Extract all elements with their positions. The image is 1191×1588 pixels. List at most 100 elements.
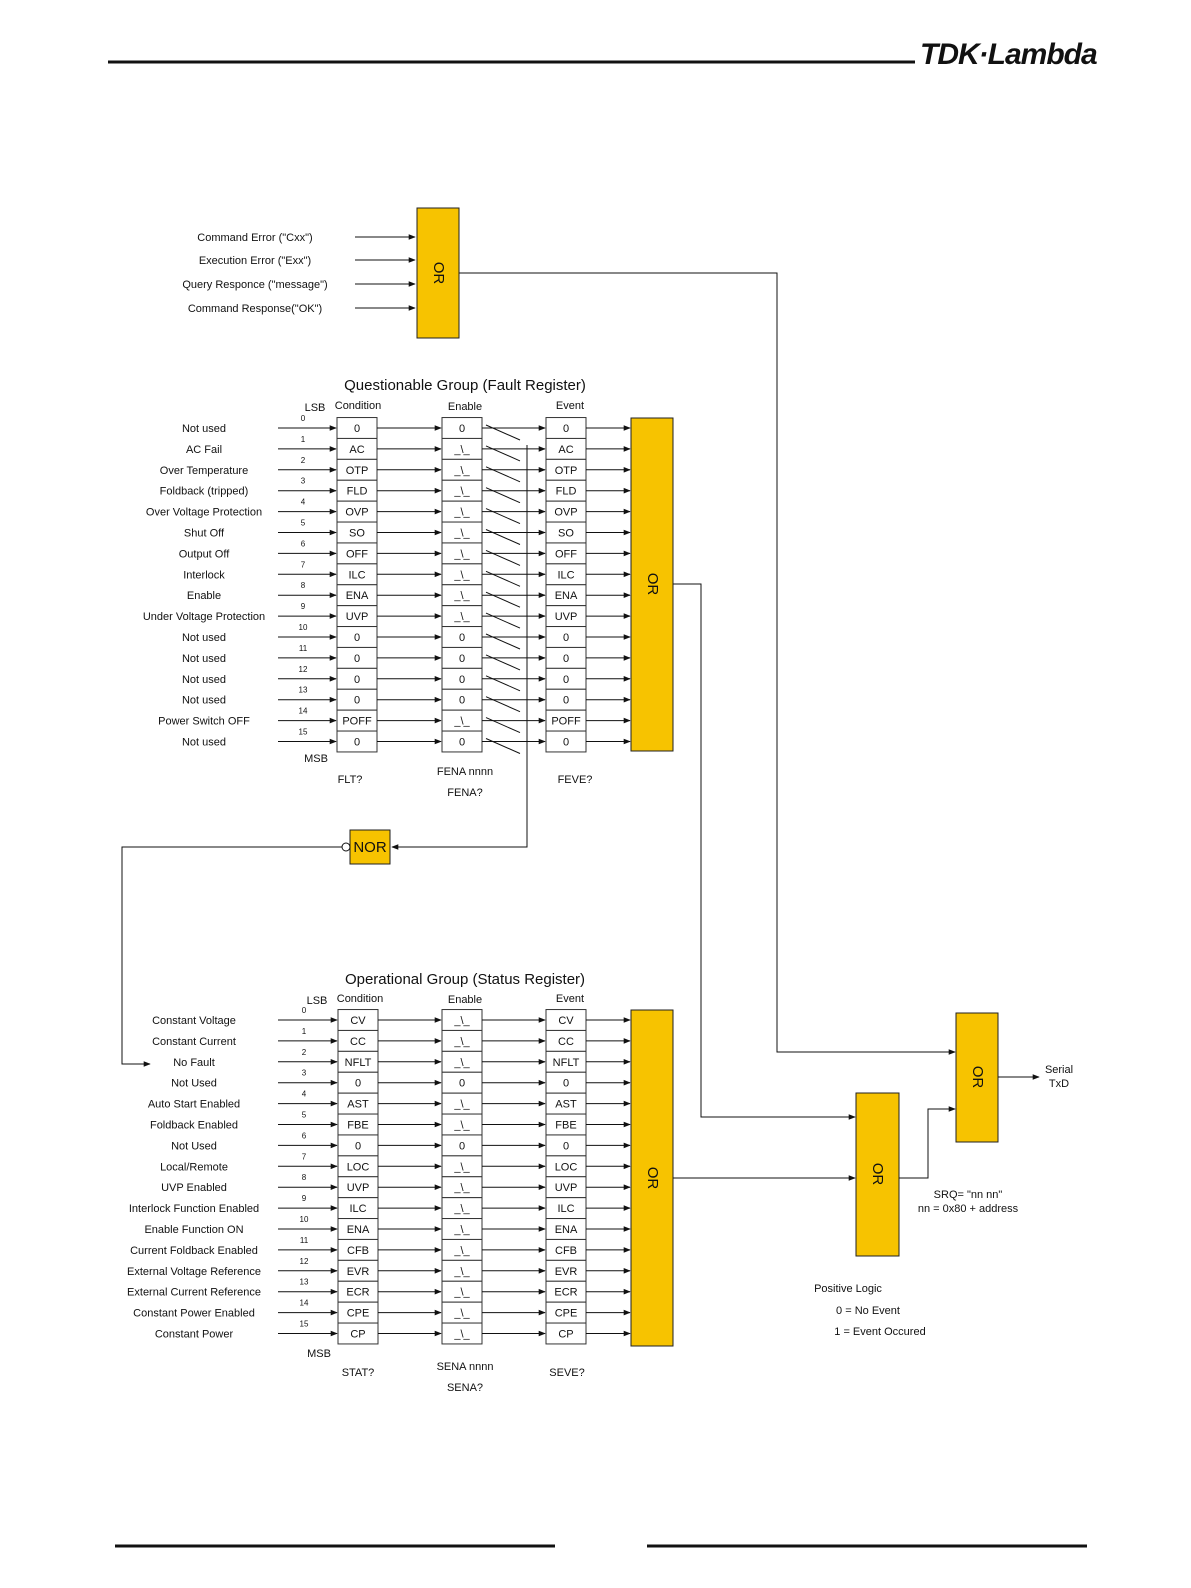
condition-cell-text: ENA xyxy=(347,1224,370,1236)
bit-label: Constant Power Enabled xyxy=(133,1308,255,1320)
condition-cell-text: CPE xyxy=(347,1308,370,1320)
bit-number: 5 xyxy=(302,1111,307,1120)
condition-cell-text: FBE xyxy=(347,1120,368,1132)
bit-number: 2 xyxy=(302,1048,307,1057)
enable-cell-text: _\_ xyxy=(453,548,470,560)
enable-cell-text: _\_ xyxy=(453,465,470,477)
operational-col-event: Event xyxy=(556,993,584,1005)
bit-number: 6 xyxy=(301,539,306,548)
enable-cell-text: _\_ xyxy=(453,528,470,540)
bit-label: Current Foldback Enabled xyxy=(130,1245,258,1257)
event-cell-text: 0 xyxy=(563,1140,569,1152)
enable-cell-text: 0 xyxy=(459,1078,465,1090)
enable-cell-text: _\_ xyxy=(453,611,470,623)
event-cell-text: ILC xyxy=(557,569,574,581)
bit-label: Enable xyxy=(187,590,221,602)
bit-number: 9 xyxy=(301,602,306,611)
questionable-to-nor-wire xyxy=(391,445,528,850)
bit-label: Enable Function ON xyxy=(144,1224,243,1236)
condition-cell-text: 0 xyxy=(354,737,360,749)
nor-gate: NOR xyxy=(341,829,391,865)
condition-cell-text: 0 xyxy=(355,1078,361,1090)
enable-cell-text: _\_ xyxy=(453,1203,470,1215)
enable-link-line xyxy=(485,549,521,566)
bit-number: 4 xyxy=(301,498,306,507)
bit-number: 15 xyxy=(299,728,308,737)
bit-label: Constant Current xyxy=(152,1036,236,1048)
enable-cell-text: _\_ xyxy=(453,1036,470,1048)
input-execution-error: Execution Error ("Exx") xyxy=(199,255,311,267)
event-cell-text: ILC xyxy=(557,1203,574,1215)
condition-cell-text: FLD xyxy=(347,486,368,498)
enable-cell-text: _\_ xyxy=(453,486,470,498)
bit-number: 7 xyxy=(302,1152,307,1161)
bit-label: Output Off xyxy=(179,548,230,560)
serial-output-line2: TxD xyxy=(1049,1078,1069,1090)
enable-cell-text: _\_ xyxy=(453,1266,470,1278)
enable-link-line xyxy=(485,738,521,754)
questionable-or-gate-label: OR xyxy=(644,573,661,596)
enable-cell-text: 0 xyxy=(459,737,465,749)
legend-title: Positive Logic xyxy=(814,1283,882,1295)
enable-cell-text: 0 xyxy=(459,1140,465,1152)
condition-cell-text: ILC xyxy=(349,1203,366,1215)
condition-cell-text: CFB xyxy=(347,1245,369,1257)
event-cell-text: FLD xyxy=(556,486,577,498)
event-cell-text: 0 xyxy=(563,674,569,686)
condition-cell-text: SO xyxy=(349,528,365,540)
event-cell-text: ENA xyxy=(555,1224,578,1236)
condition-cell-text: OFF xyxy=(346,548,368,560)
bit-number: 7 xyxy=(301,560,306,569)
enable-cell-text: _\_ xyxy=(453,1329,470,1341)
bit-number: 12 xyxy=(300,1257,309,1266)
event-cell-text: SO xyxy=(558,528,574,540)
bit-label: Over Temperature xyxy=(160,465,248,477)
bit-label: Not used xyxy=(182,737,226,749)
event-cell-text: 0 xyxy=(563,632,569,644)
final-or-gate-label: OR xyxy=(969,1066,986,1089)
bit-label: Not used xyxy=(182,695,226,707)
bit-number: 5 xyxy=(301,519,306,528)
condition-cell-text: UVP xyxy=(346,611,369,623)
enable-link-line xyxy=(485,696,521,713)
questionable-msb: MSB xyxy=(304,753,328,765)
questionable-col-event: Event xyxy=(556,400,584,412)
bit-label: Constant Voltage xyxy=(152,1015,236,1027)
positive-logic-legend: Positive Logic 0 = No Event 1 = Event Oc… xyxy=(814,1283,926,1338)
event-cell-text: CV xyxy=(558,1015,574,1027)
bit-number: 14 xyxy=(300,1299,309,1308)
enable-link-line xyxy=(485,612,521,629)
operational-cmd-enable-query: SENA? xyxy=(447,1382,483,1394)
enable-cell-text: _\_ xyxy=(453,1161,470,1173)
operational-or-gate xyxy=(630,1009,674,1347)
bit-number: 13 xyxy=(299,686,308,695)
event-cell-text: NFLT xyxy=(553,1057,580,1069)
enable-link-line xyxy=(485,654,521,671)
bit-number: 6 xyxy=(302,1131,307,1140)
enable-link-line xyxy=(485,633,521,650)
operational-cmd-enable-set: SENA nnnn xyxy=(437,1361,494,1373)
questionable-col-enable: Enable xyxy=(448,401,482,413)
bit-number: 13 xyxy=(300,1278,309,1287)
serial-output-line1: Serial xyxy=(1045,1064,1073,1076)
condition-cell-text: 0 xyxy=(354,423,360,435)
questionable-lsb: LSB xyxy=(305,402,326,414)
condition-cell-text: EVR xyxy=(347,1266,370,1278)
questionable-cmd-event: FEVE? xyxy=(558,774,593,786)
enable-cell-text: _\_ xyxy=(453,1245,470,1257)
bit-label: Not used xyxy=(182,674,226,686)
enable-link-line xyxy=(485,466,521,483)
